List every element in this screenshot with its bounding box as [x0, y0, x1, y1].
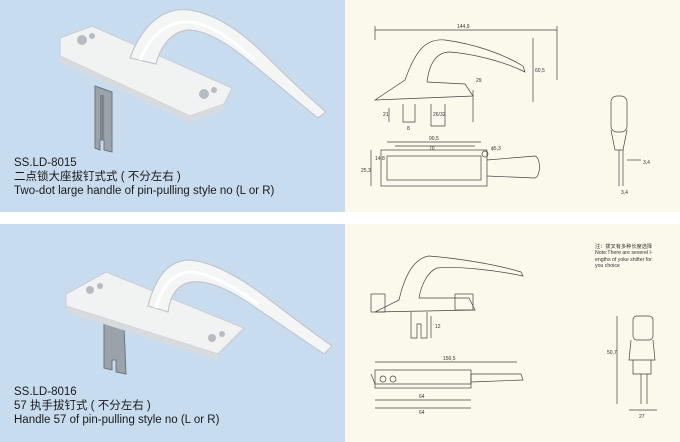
technical-drawing-1: 144,9 60,5 29 21 8 26/32 90,5 70 ϕ5,3 14… [361, 24, 650, 196]
dim-tab2: 3,4 [621, 190, 628, 196]
dim-base1: 90,5 [429, 136, 439, 142]
product-code: SS.LD-8016 [14, 386, 77, 398]
note-cn: 注：拨叉有多种长度选择 [595, 244, 653, 250]
dim-side-height: 50,7 [607, 350, 617, 356]
handle-photo-2 [65, 259, 333, 375]
product-name-cn: 二点锁大座拔钉式式 ( 不分左右 ) [14, 171, 181, 183]
product-caption-1: SS.LD-8015 二点锁大座拔钉式式 ( 不分左右 ) Two-dot la… [14, 156, 274, 198]
dim-hc: 25,3 [361, 168, 371, 174]
product-photo-panel-1: SS.LD-8015 二点锁大座拔钉式式 ( 不分左右 ) Two-dot la… [0, 0, 345, 212]
dim-h2: 29 [476, 78, 482, 84]
product-caption-2: SS.LD-8016 57 执手拔钉式 ( 不分左右 ) Handle 57 o… [14, 385, 219, 427]
dim-overall-width: 150,5 [443, 356, 456, 362]
product-name-en: Two-dot large handle of pin-pulling styl… [14, 185, 275, 197]
product-code: SS.LD-8015 [14, 157, 77, 169]
dim-base2: 70 [429, 146, 435, 152]
dim-hole: ϕ5,3 [491, 146, 501, 152]
product-name-cn: 57 执手拔钉式 ( 不分左右 ) [14, 400, 151, 412]
dim-base1: 64 [419, 394, 425, 400]
technical-drawing-2: 150,5 12 64 64 50,7 27 [370, 255, 657, 420]
note-en-line-2: engths of yoke shifter for [595, 256, 652, 263]
dim-side-width: 27 [639, 414, 645, 420]
technical-drawing-panel-2: 150,5 12 64 64 50,7 27 注：拨叉有多种长度选择 Note:… [345, 224, 680, 442]
dim-w2: 26/32 [433, 112, 446, 118]
handle-photo-1 [59, 9, 327, 153]
dim-hb: 14,8 [375, 156, 385, 162]
note-en-line-3: you choice [595, 262, 620, 269]
dim-h1: 21 [383, 112, 389, 118]
dim-base2: 64 [419, 410, 425, 416]
dim-pin: 12 [435, 324, 441, 330]
variant-note: 注：拨叉有多种长度选择 Note:There are severel l- en… [595, 244, 652, 269]
dim-overall-width: 144,9 [457, 24, 470, 30]
dim-tab1: 3,4 [643, 160, 650, 166]
technical-drawing-panel-1: 144,9 60,5 29 21 8 26/32 90,5 70 ϕ5,3 14… [345, 0, 680, 212]
dim-w1: 8 [407, 126, 410, 132]
section-separator [0, 212, 680, 224]
dim-height: 60,5 [535, 68, 545, 74]
product-photo-panel-2: SS.LD-8016 57 执手拔钉式 ( 不分左右 ) Handle 57 o… [0, 224, 345, 442]
product-name-en: Handle 57 of pin-pulling style no (L or … [14, 414, 220, 426]
note-en-line-1: Note:There are severel l- [595, 250, 653, 257]
